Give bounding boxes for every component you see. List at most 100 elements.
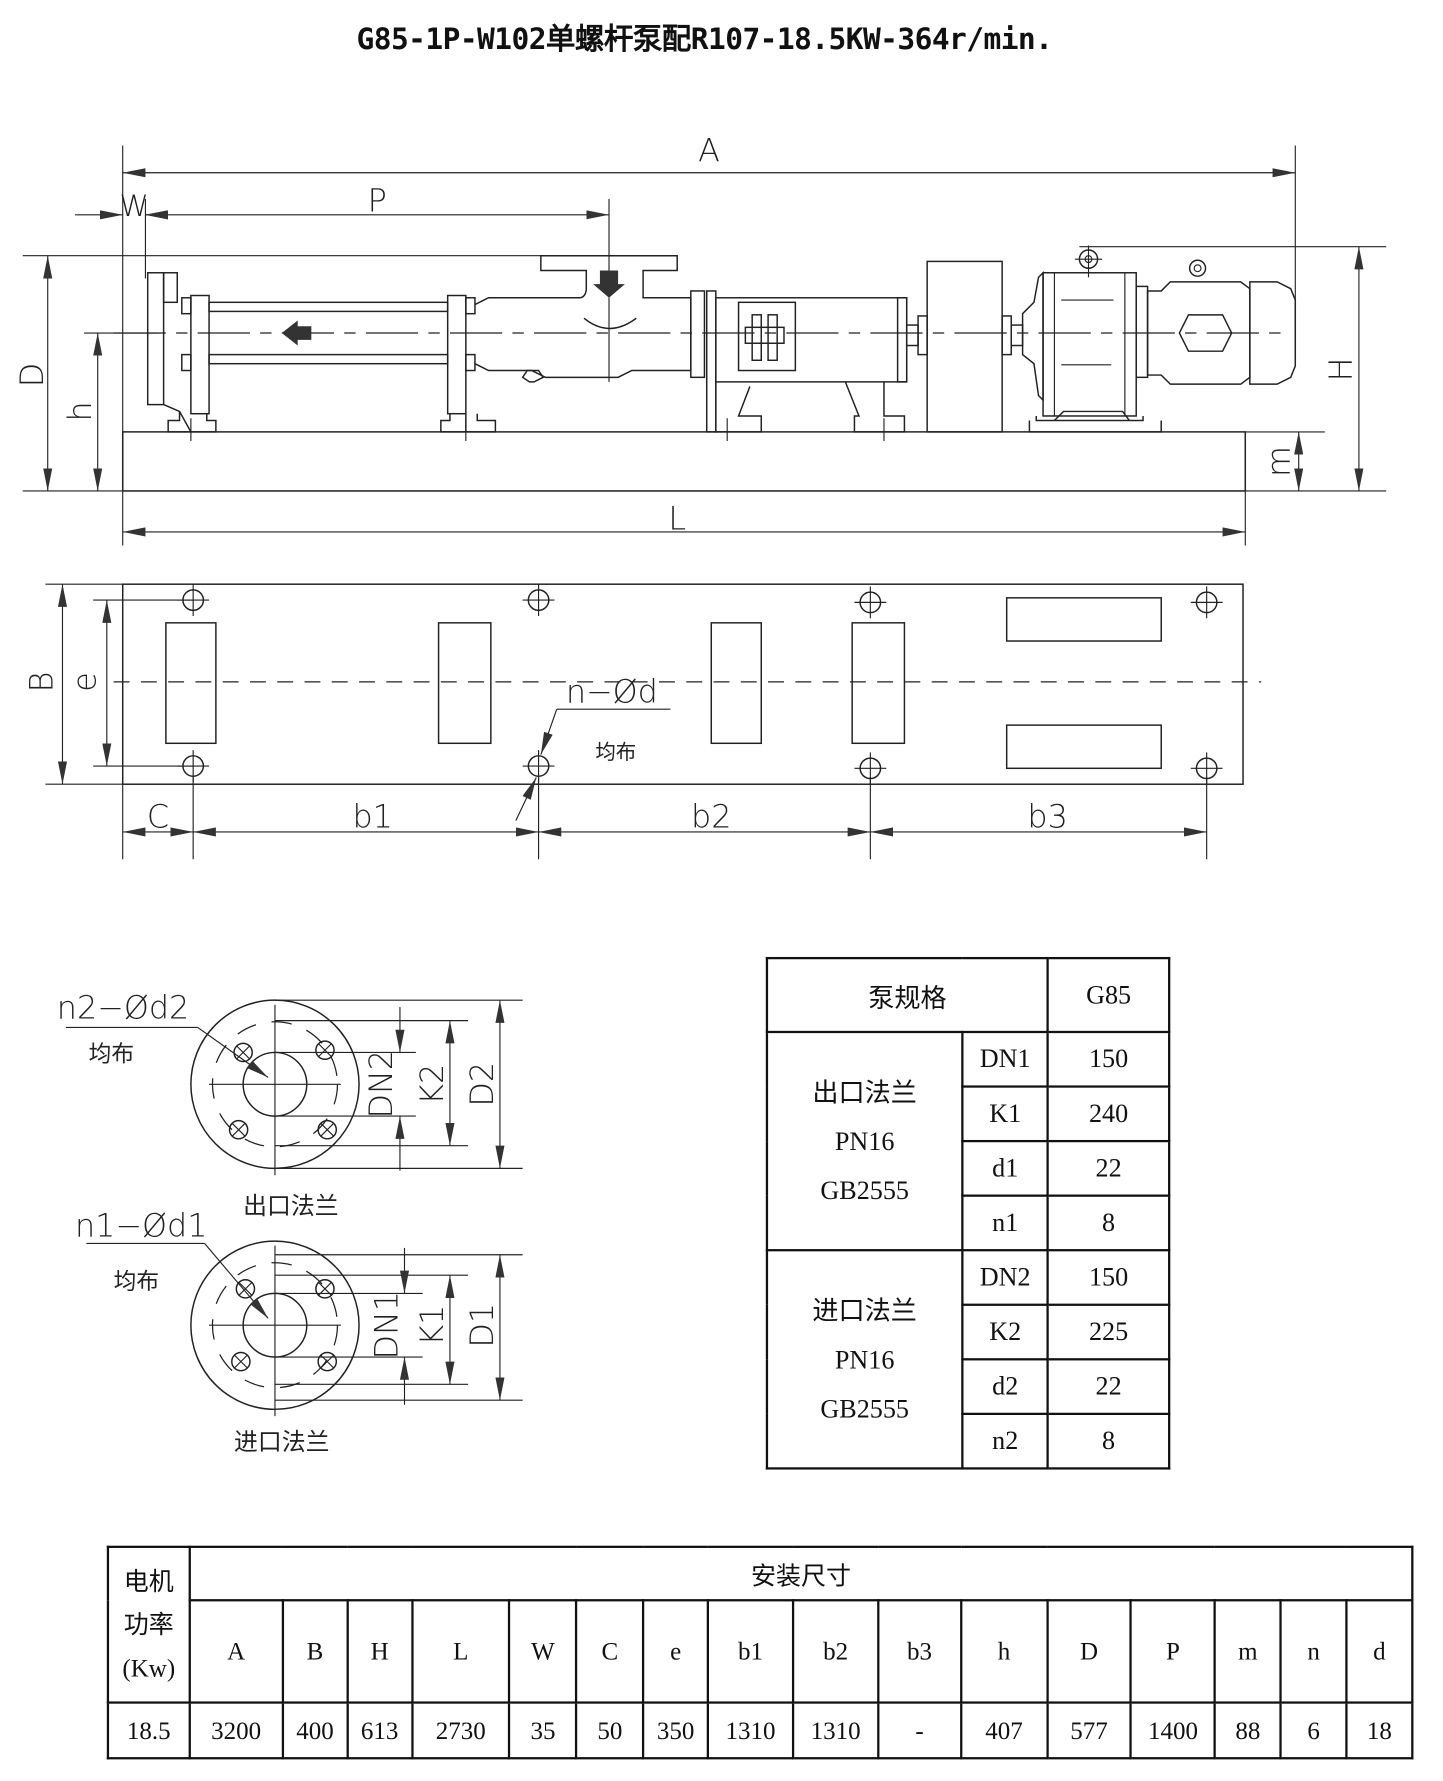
param-key: n2 bbox=[961, 1412, 1050, 1470]
table-header-row: 泵规格 G85 bbox=[765, 956, 1171, 1034]
cell-D: 577 bbox=[1045, 1701, 1133, 1760]
dim-label-L: L bbox=[668, 500, 686, 538]
column-header: m bbox=[1213, 1599, 1282, 1704]
column-header: e bbox=[642, 1599, 710, 1704]
table-row: K2 225 bbox=[767, 1303, 1171, 1361]
param-key: d2 bbox=[961, 1358, 1050, 1416]
cell-P: 1400 bbox=[1129, 1701, 1217, 1760]
param-value: 22 bbox=[1046, 1358, 1171, 1416]
column-header: h bbox=[959, 1599, 1049, 1704]
inlet-flange-caption: 进口法兰 bbox=[234, 1428, 329, 1456]
cell-d: 18 bbox=[1345, 1701, 1414, 1760]
column-header: H bbox=[346, 1599, 414, 1704]
dim-label-K1: K1 bbox=[413, 1305, 451, 1346]
param-value: 225 bbox=[1046, 1303, 1171, 1361]
pump-spec-label: 泵规格 bbox=[765, 956, 1050, 1034]
cell-W: 35 bbox=[508, 1701, 578, 1760]
dim-label-b3: b3 bbox=[1027, 797, 1067, 835]
base-plate-outline bbox=[121, 583, 1244, 785]
column-header: b3 bbox=[877, 1599, 963, 1704]
install-dims-group-header: 安装尺寸 bbox=[188, 1545, 1414, 1602]
cell-C: 50 bbox=[575, 1701, 645, 1760]
drawing-title: G85-1P-W102单螺杆泵配R107-18.5KW-364r/min. bbox=[356, 22, 1053, 57]
cell-b1: 1310 bbox=[706, 1701, 795, 1760]
flange-spec-table: 泵规格 G85 出口法兰 PN16 GB2555 DN1 150 K1 240 … bbox=[765, 956, 1171, 1470]
inlet-hole-callout: n1−Ød1 bbox=[75, 1207, 207, 1245]
motor-power-value: 18.5 bbox=[106, 1701, 191, 1760]
dim-label-C: C bbox=[147, 797, 169, 835]
table-row: K1 240 bbox=[767, 1085, 1171, 1143]
table-row: d1 22 bbox=[767, 1139, 1171, 1197]
column-header: P bbox=[1129, 1599, 1217, 1704]
dim-label-b2: b2 bbox=[691, 797, 731, 835]
inlet-hole-note: 均布 bbox=[114, 1269, 159, 1295]
plan-view: B e n−Ød bbox=[22, 583, 1262, 860]
param-key: K2 bbox=[961, 1303, 1050, 1361]
dim-label-D1: D1 bbox=[463, 1303, 501, 1348]
column-header: D bbox=[1045, 1599, 1133, 1704]
dim-label-W: W bbox=[119, 189, 148, 223]
dim-label-e: e bbox=[65, 672, 103, 692]
table-row: d2 22 bbox=[767, 1358, 1171, 1416]
group-pressure: PN16 bbox=[834, 1345, 895, 1374]
cell-n: 6 bbox=[1279, 1701, 1348, 1760]
dim-label-DN1: DN1 bbox=[368, 1291, 406, 1360]
outlet-hole-note: 均布 bbox=[89, 1042, 134, 1068]
param-value: 240 bbox=[1046, 1085, 1171, 1143]
param-key: DN2 bbox=[961, 1249, 1050, 1306]
column-header: B bbox=[281, 1599, 349, 1704]
param-key: DN1 bbox=[961, 1030, 1050, 1088]
param-key: d1 bbox=[961, 1139, 1050, 1197]
table-row: 18.5 3200 400 613 2730 35 50 350 1310 13… bbox=[106, 1701, 1414, 1760]
param-key: n1 bbox=[961, 1194, 1050, 1252]
column-header: A bbox=[188, 1599, 284, 1704]
group-name: 出口法兰 bbox=[812, 1078, 917, 1107]
inlet-arrow-down-icon bbox=[593, 270, 625, 298]
param-value: 22 bbox=[1046, 1139, 1171, 1197]
table-row: n1 8 bbox=[767, 1194, 1171, 1252]
outlet-flange-detail: DN2 K2 D2 n2−Ød2 均布 出口法兰 bbox=[57, 988, 523, 1220]
mounting-holes bbox=[177, 584, 1223, 785]
param-key: K1 bbox=[961, 1085, 1050, 1143]
column-header: b2 bbox=[791, 1599, 880, 1704]
cell-e: 350 bbox=[642, 1701, 710, 1760]
column-header-row: A B H L W C e b1 b2 b3 h D P m n d bbox=[108, 1599, 1414, 1704]
outlet-flange-caption: 出口法兰 bbox=[243, 1192, 338, 1220]
hole-callout: n−Ød bbox=[566, 672, 658, 710]
dim-label-D2: D2 bbox=[463, 1062, 501, 1107]
column-header: n bbox=[1279, 1599, 1348, 1704]
param-value: 150 bbox=[1046, 1249, 1171, 1306]
table-header-row: 电机 功率 (Kw) 安装尺寸 bbox=[106, 1545, 1414, 1704]
outlet-hole-callout: n2−Ød2 bbox=[57, 988, 189, 1026]
cell-B: 400 bbox=[281, 1701, 349, 1760]
group-pressure: PN16 bbox=[834, 1126, 895, 1156]
base-frame bbox=[121, 431, 1247, 492]
elevation-view: A W P D h H m bbox=[13, 131, 1387, 546]
column-header: L bbox=[410, 1599, 511, 1704]
cell-b3: - bbox=[877, 1701, 963, 1760]
install-dimensions-table: 电机 功率 (Kw) 安装尺寸 A B H L W C e b1 b2 b3 h… bbox=[106, 1545, 1414, 1760]
column-header: W bbox=[508, 1599, 578, 1704]
dim-label-b1: b1 bbox=[352, 797, 392, 835]
table-row: n2 8 bbox=[767, 1412, 1171, 1470]
inlet-flange-group: 进口法兰 PN16 GB2555 bbox=[765, 1249, 964, 1470]
dim-label-h: h bbox=[61, 401, 99, 421]
cell-h: 407 bbox=[959, 1701, 1049, 1760]
pump-spec-value: G85 bbox=[1046, 956, 1171, 1034]
dim-label-H: H bbox=[1322, 357, 1360, 381]
group-standard: GB2555 bbox=[820, 1175, 909, 1205]
dim-label-D: D bbox=[13, 363, 51, 387]
outlet-flange-group: 出口法兰 PN16 GB2555 bbox=[765, 1030, 964, 1252]
inlet-flange-detail: DN1 K1 D1 n1−Ød1 均布 进口法兰 bbox=[75, 1207, 523, 1456]
cell-H: 613 bbox=[346, 1701, 414, 1760]
dim-label-A: A bbox=[698, 131, 720, 169]
hole-note: 均布 bbox=[595, 740, 636, 764]
cell-b2: 1310 bbox=[791, 1701, 880, 1760]
param-value: 8 bbox=[1046, 1412, 1171, 1470]
flow-arrow-left-icon bbox=[281, 320, 312, 346]
param-value: 8 bbox=[1046, 1194, 1171, 1252]
header-line: (Kw) bbox=[122, 1653, 176, 1682]
motor-power-header: 电机 功率 (Kw) bbox=[106, 1545, 191, 1704]
